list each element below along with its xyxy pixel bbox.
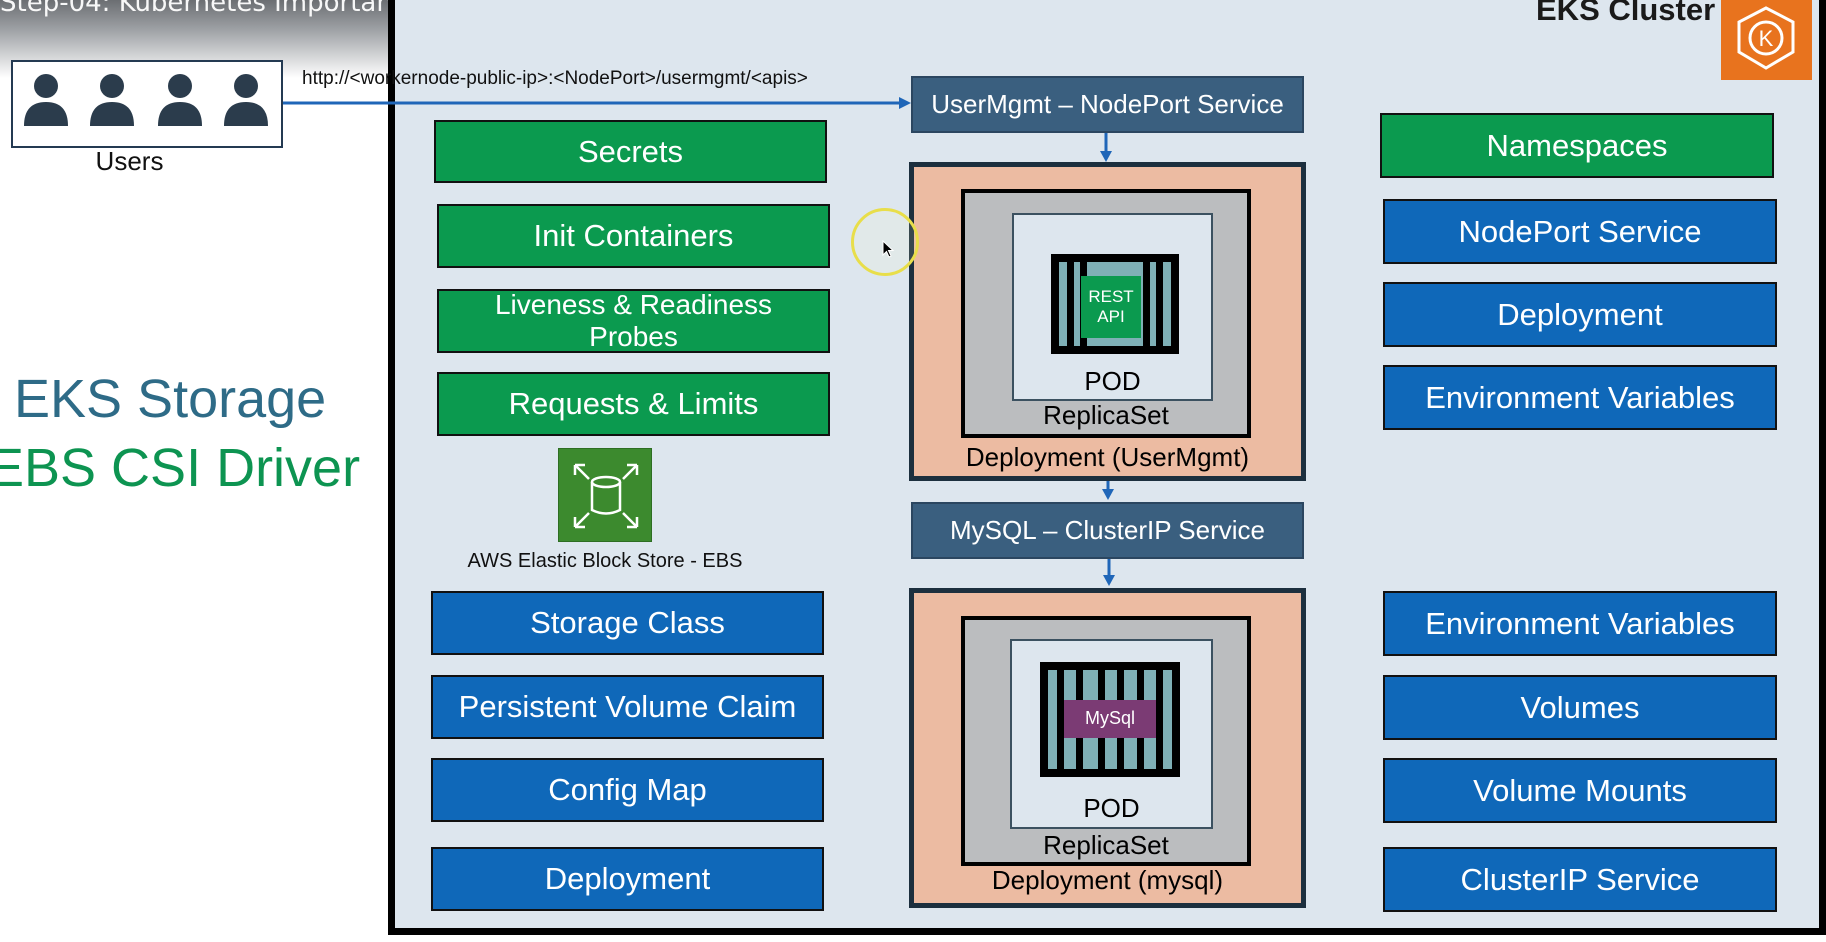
concept-environment-variables-top: Environment Variables (1383, 365, 1777, 430)
container-pin (1156, 670, 1163, 769)
deployment-usermgmt-label: Deployment (UserMgmt) (965, 442, 1250, 472)
concept-persistent-volume-claim: Persistent Volume Claim (431, 675, 824, 739)
concept-init-containers: Init Containers (437, 204, 830, 268)
users-label: Users (95, 146, 164, 176)
concept-liveness-readiness-probes: Liveness & Readiness Probes (437, 289, 830, 353)
concept-clusterip-service: ClusterIP Service (1383, 847, 1777, 912)
concept-volumes: Volumes (1383, 675, 1777, 740)
mouse-pointer-icon (882, 240, 895, 258)
mysql-label: MySql (1064, 700, 1156, 738)
concept-storage-class: Storage Class (431, 591, 824, 655)
concept-secrets: Secrets (434, 120, 827, 183)
concept-deployment-right: Deployment (1383, 282, 1777, 347)
eks-logo-letter: K (1759, 26, 1774, 51)
access-url: http://<workernode-public-ip>:<NodePort>… (302, 68, 808, 89)
concept-namespaces: Namespaces (1380, 113, 1774, 178)
pod-label: POD (1083, 793, 1140, 823)
pod-label: POD (1084, 366, 1141, 396)
concept-volume-mounts: Volume Mounts (1383, 758, 1777, 823)
eks-storage-title: EKS Storage (14, 369, 327, 429)
rest-api-label: REST API (1081, 276, 1141, 338)
container-pin (1156, 262, 1163, 346)
eks-logo-icon: K (1721, 0, 1812, 80)
replicaset-label: ReplicaSet (1043, 400, 1169, 430)
container-pin (1143, 262, 1150, 346)
deployment-mysql-label: Deployment (mysql) (991, 865, 1224, 895)
users-icon (24, 74, 268, 126)
container-pin (1067, 262, 1074, 346)
replicaset-label: ReplicaSet (1043, 830, 1169, 860)
ebs-csi-driver-title: EBS CSI Driver (0, 438, 361, 498)
concept-nodeport-service: NodePort Service (1383, 199, 1777, 264)
usermgmt-nodeport-service: UserMgmt – NodePort Service (911, 76, 1304, 133)
kubernetes-logo-icon: K (1737, 6, 1795, 70)
cluster-title: EKS Cluster (1536, 0, 1716, 27)
concept-config-map: Config Map (431, 758, 824, 822)
cursor-highlight (851, 208, 919, 276)
concept-deployment-left: Deployment (431, 847, 824, 911)
concept-environment-variables-bottom: Environment Variables (1383, 591, 1777, 656)
container-pin (1057, 670, 1064, 769)
ebs-label: AWS Elastic Block Store - EBS (467, 550, 743, 572)
ebs-storage-icon (573, 463, 639, 529)
mysql-clusterip-service: MySQL – ClusterIP Service (911, 502, 1304, 559)
users-box (11, 60, 283, 148)
ebs-icon (558, 448, 652, 542)
concept-requests-limits: Requests & Limits (437, 372, 830, 436)
